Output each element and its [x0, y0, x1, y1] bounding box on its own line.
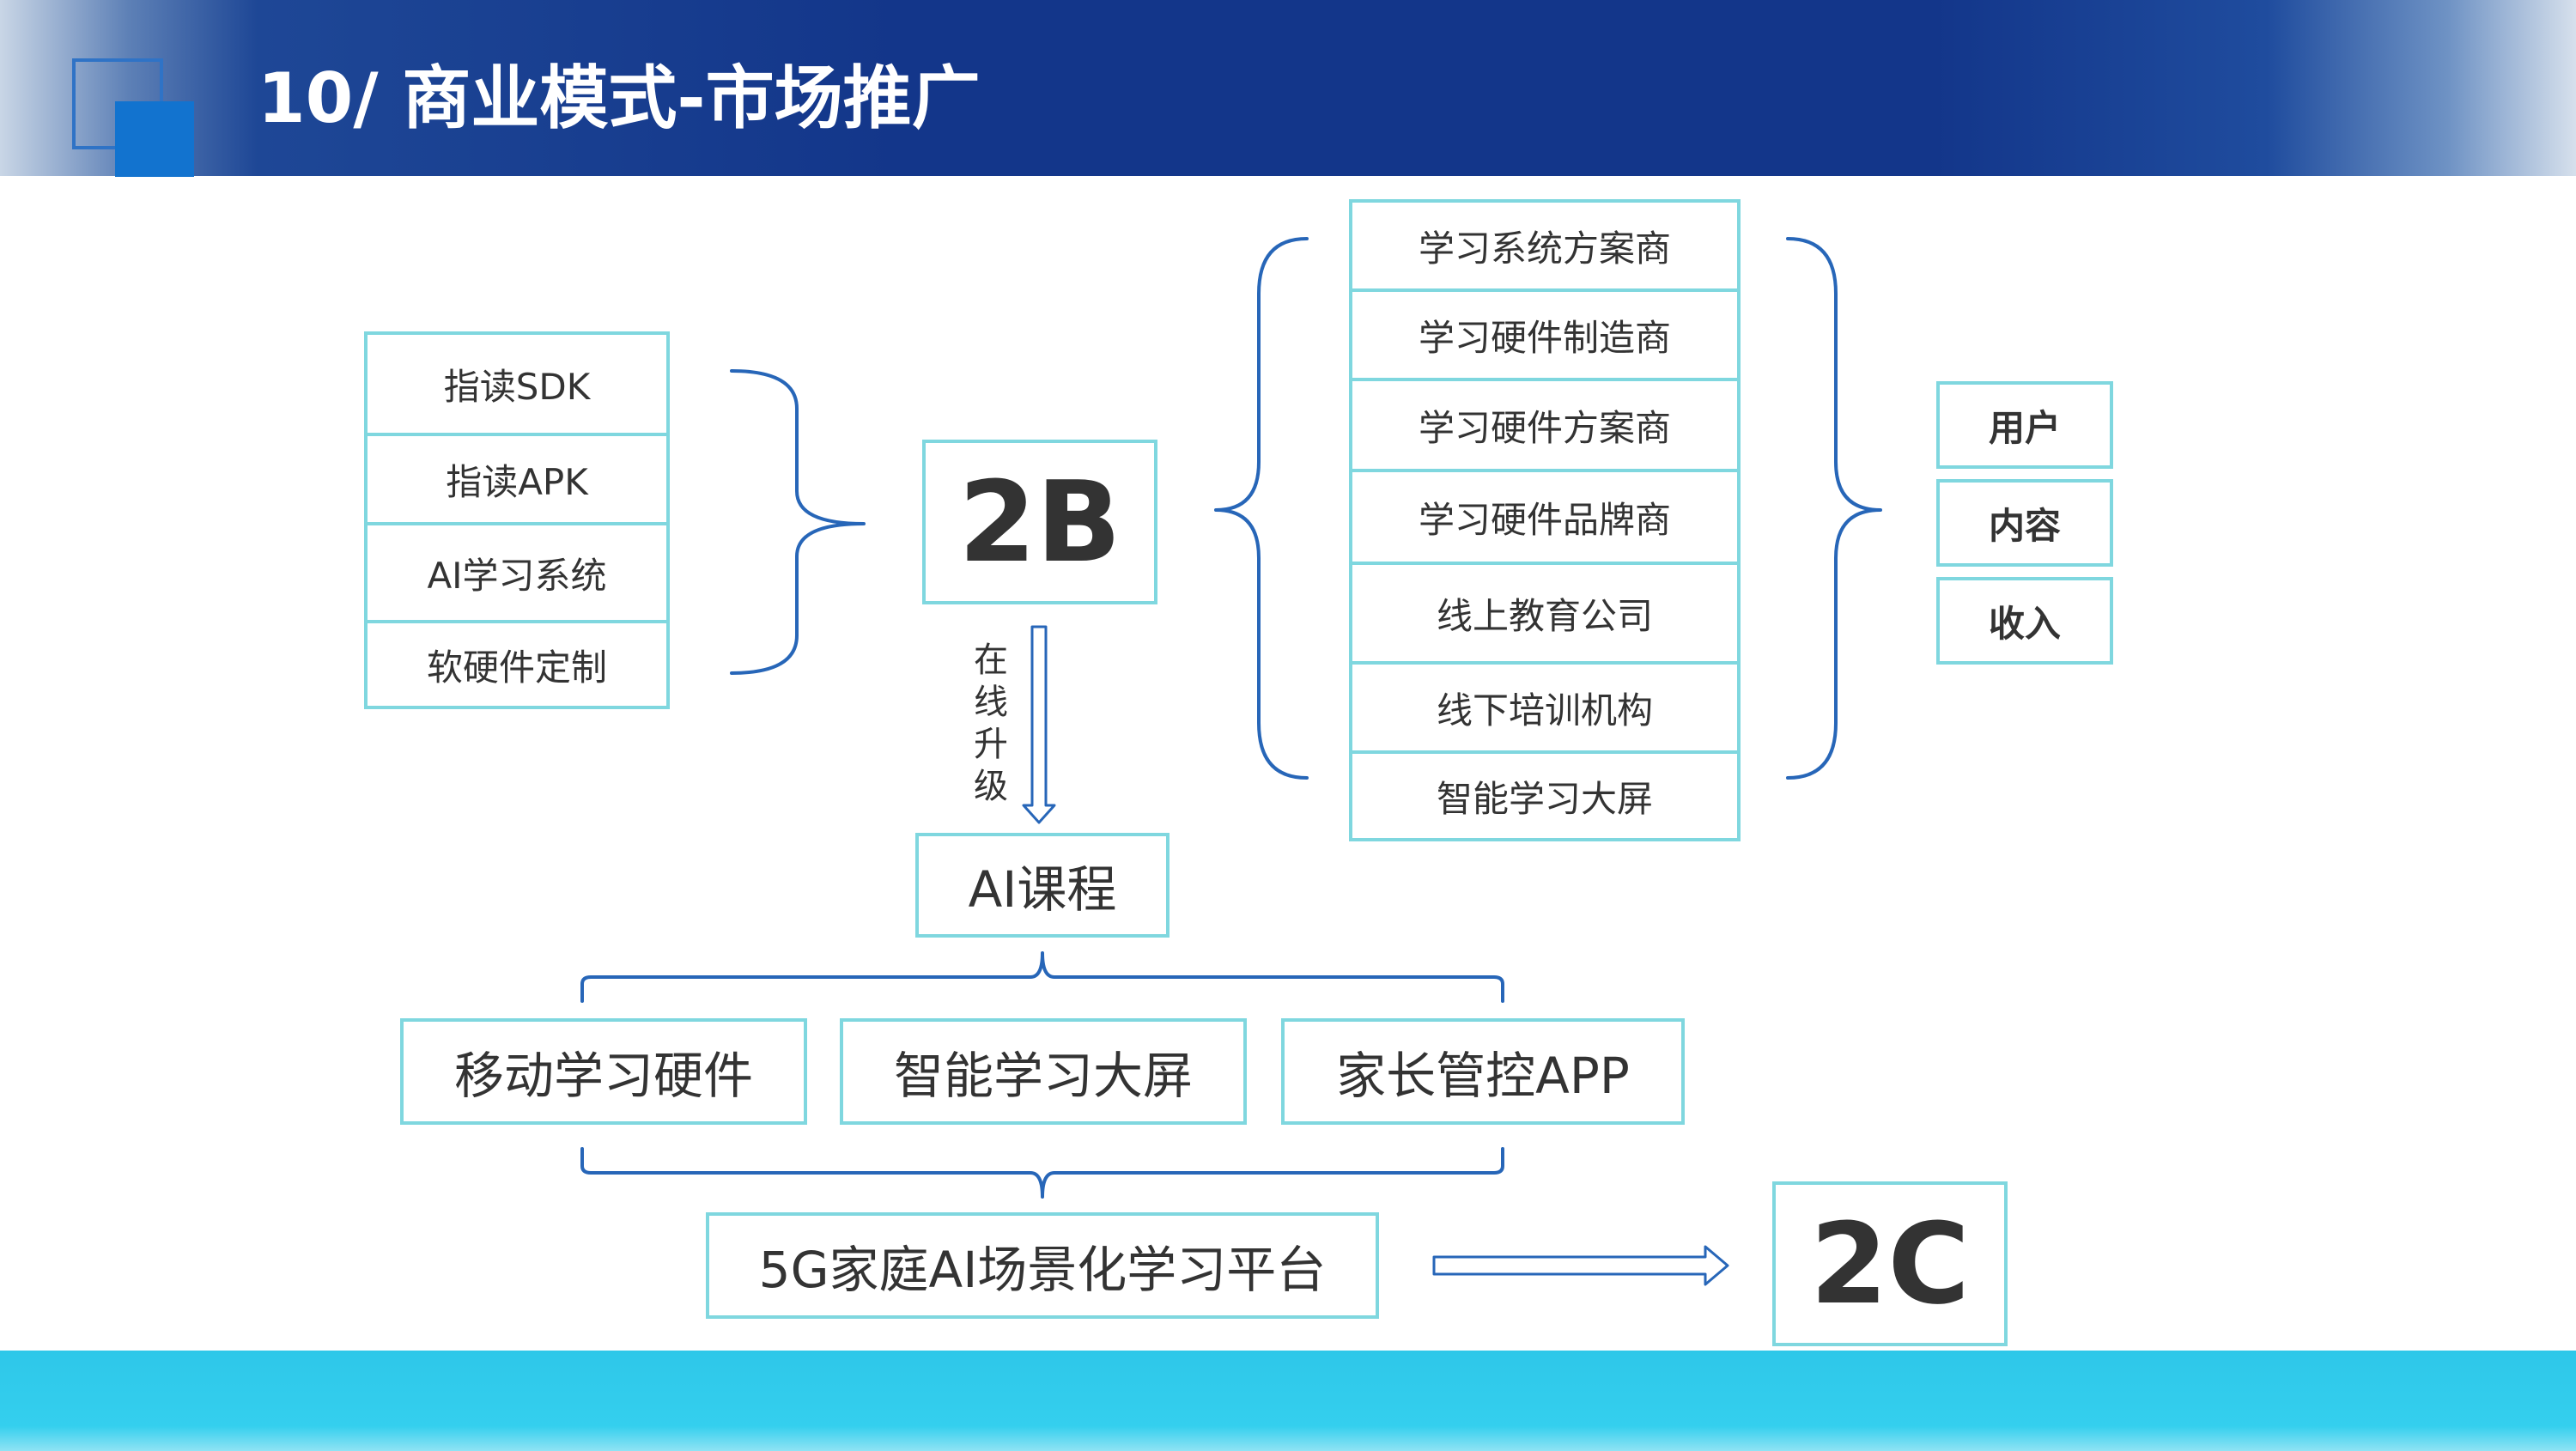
outcome-box: 内容 — [1936, 479, 2113, 567]
ai-course-box: AI课程 — [915, 833, 1170, 938]
product-item: 指读SDK — [368, 335, 666, 436]
product-item: 指读APK — [368, 436, 666, 525]
b2b-customer-stack: 学习系统方案商 学习硬件制造商 学习硬件方案商 学习硬件品牌商 线上教育公司 线… — [1349, 199, 1741, 841]
customer-item: 智能学习大屏 — [1436, 777, 1653, 820]
customer-item: 学习硬件品牌商 — [1352, 472, 1737, 565]
platform-box: 5G家庭AI场景化学习平台 — [706, 1212, 1379, 1319]
left-brace — [730, 369, 866, 675]
header-bar — [0, 0, 2576, 176]
customer-item: 线下培训机构 — [1352, 665, 1737, 754]
upgrade-label: 在线升级 — [974, 641, 1008, 806]
customer-item: 线上教育公司 — [1352, 565, 1737, 665]
customers-left-brace — [1214, 237, 1309, 780]
outcome-box: 收入 — [1936, 577, 2113, 665]
top-bracket — [580, 951, 1504, 1003]
outcome-box: 用户 — [1936, 381, 2113, 469]
customers-right-brace — [1786, 237, 1882, 780]
c-product-box: 智能学习大屏 — [840, 1018, 1247, 1125]
customer-item: 学习系统方案商 — [1352, 203, 1737, 292]
b2b-box: 2B — [922, 440, 1157, 604]
c-product-box: 家长管控APP — [1281, 1018, 1685, 1125]
footer-band — [0, 1351, 2576, 1451]
left-product-stack: 指读SDK 指读APK AI学习系统 软硬件定制 — [364, 331, 670, 709]
customer-item: 学习硬件制造商 — [1352, 292, 1737, 381]
product-item: 软硬件定制 — [426, 646, 607, 689]
logo-filled-square — [115, 101, 194, 177]
b2c-box: 2C — [1772, 1181, 2008, 1346]
bottom-bracket — [580, 1147, 1504, 1199]
upgrade-down-arrow — [1022, 625, 1056, 824]
slide-title: 10/ 商业模式-市场推广 — [258, 58, 981, 138]
product-item: AI学习系统 — [368, 525, 666, 623]
customer-item: 学习硬件方案商 — [1352, 381, 1737, 472]
c-product-box: 移动学习硬件 — [400, 1018, 807, 1125]
platform-right-arrow — [1432, 1245, 1729, 1286]
